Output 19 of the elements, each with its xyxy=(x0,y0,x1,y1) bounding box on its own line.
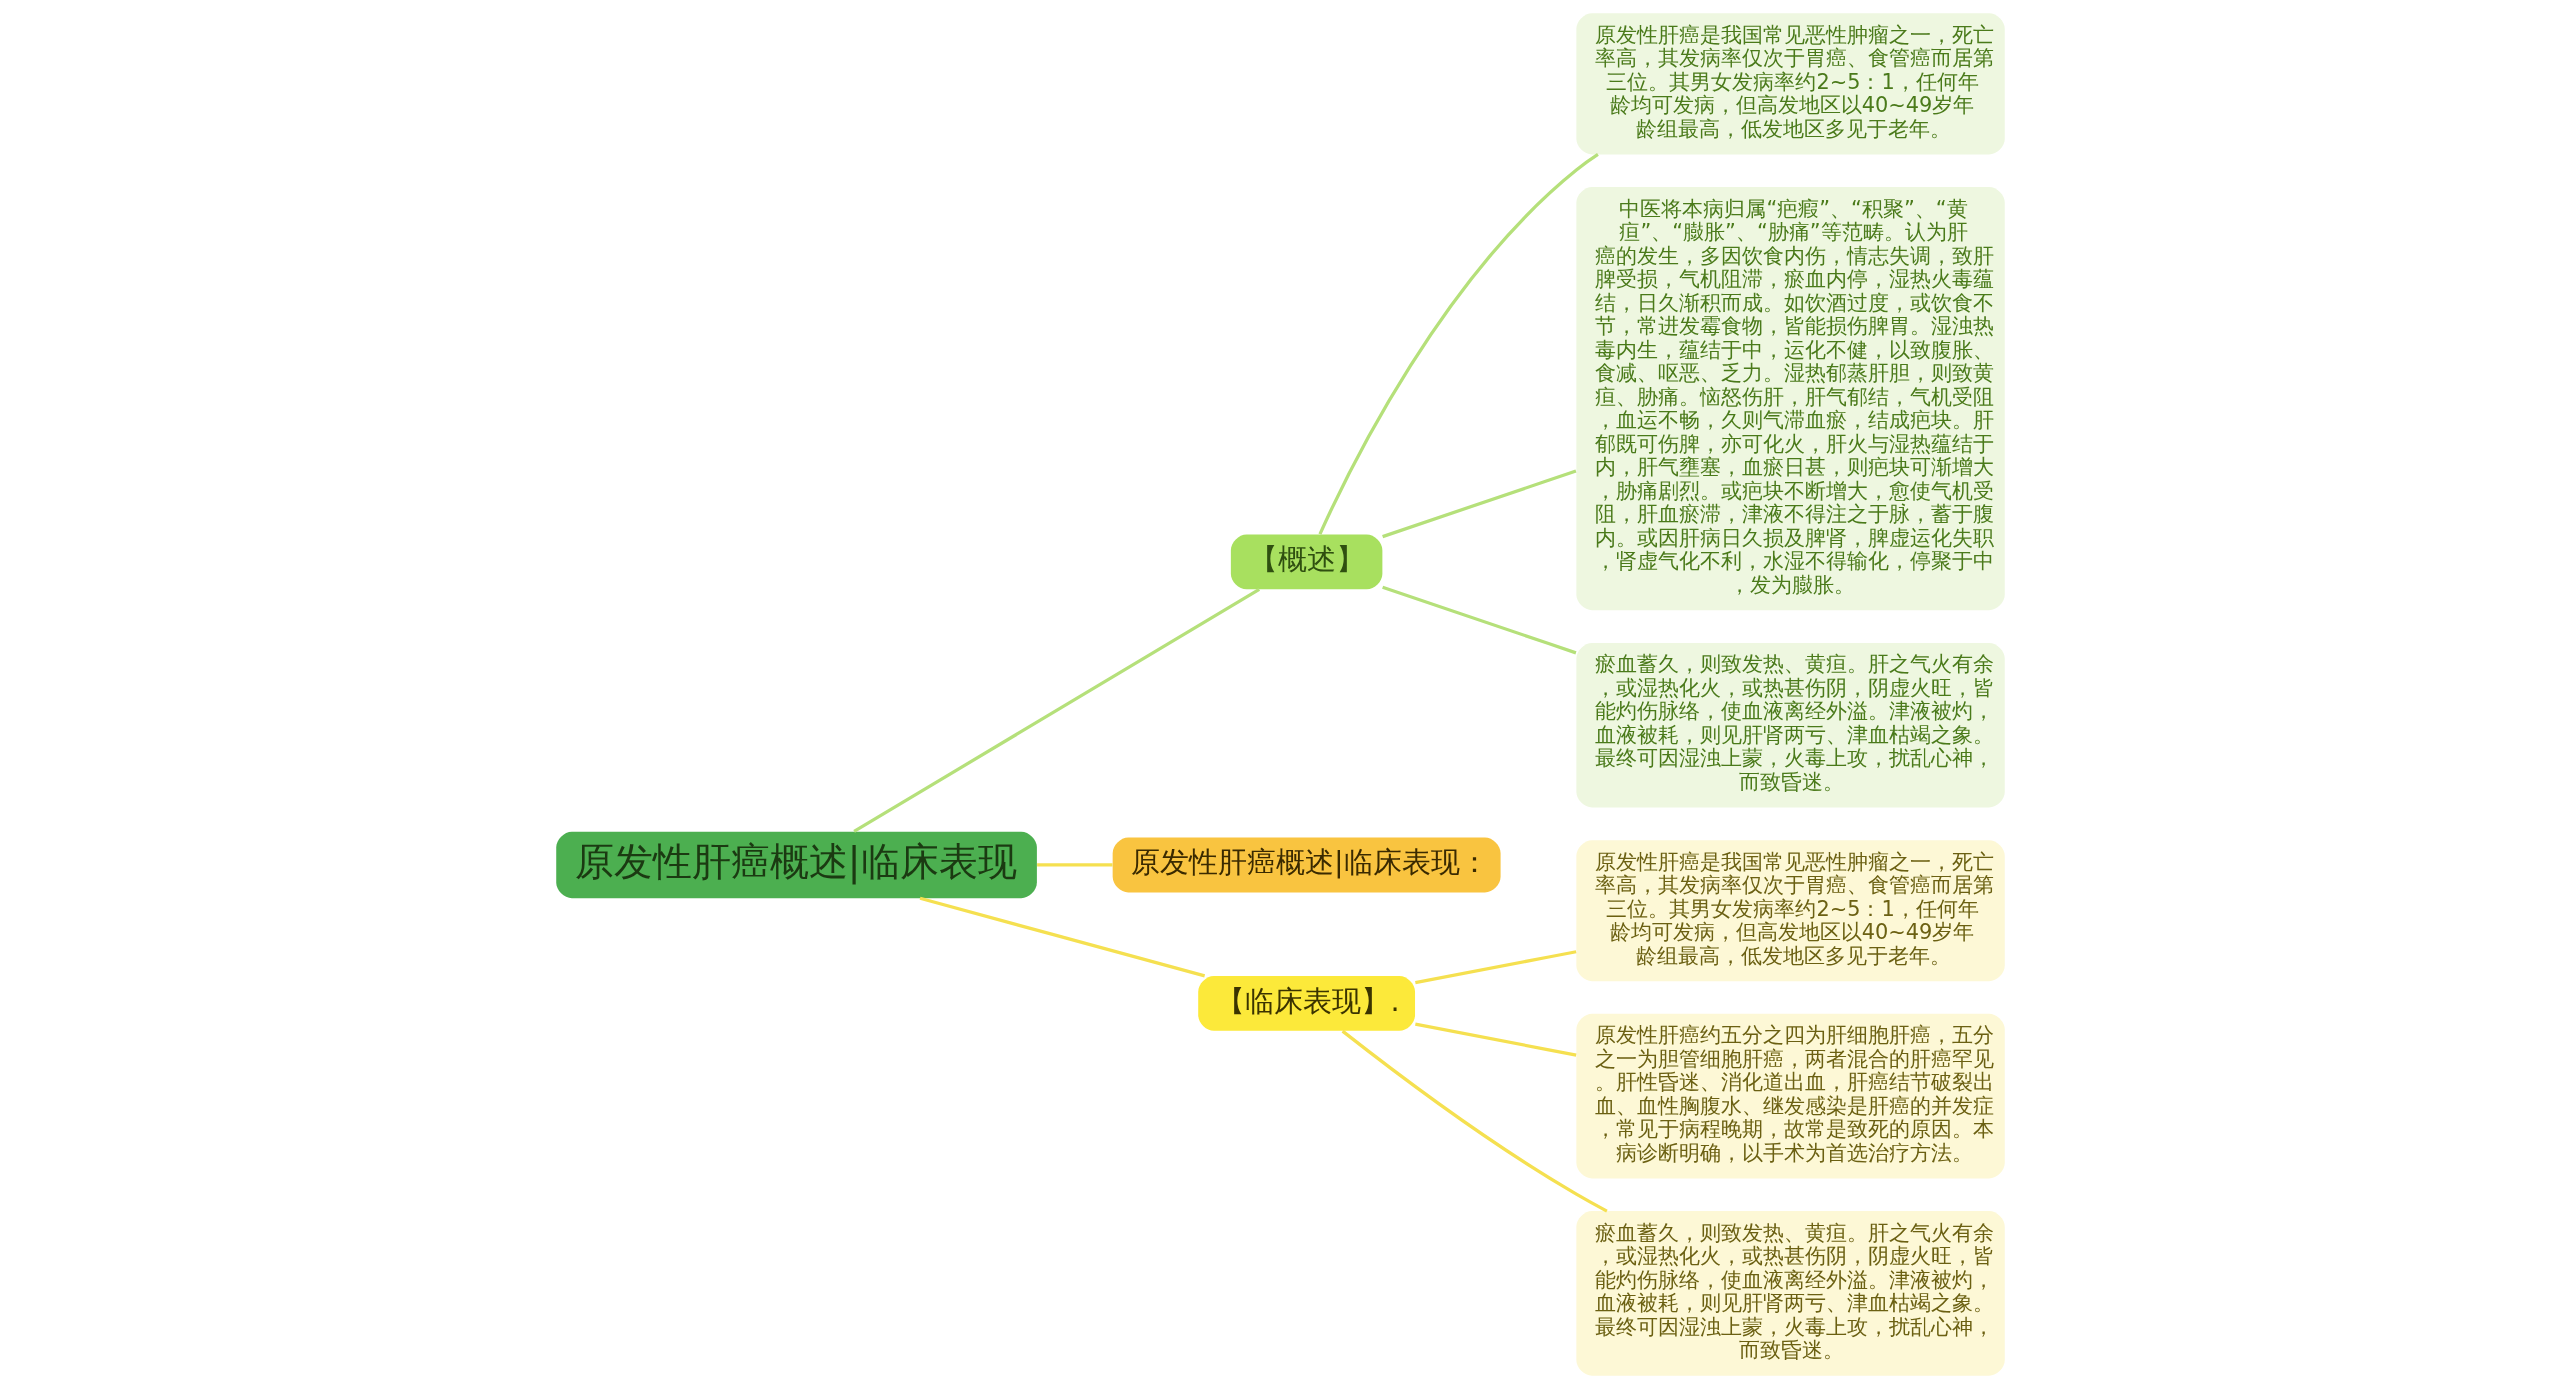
connector xyxy=(1317,153,1599,535)
node-box: 瘀血蓄久，则致发热、黄疸。肝之气火有余，或湿热化火，或热甚伤阴，阴虚火旺，皆能灼伤脉络，使血液离经外溢。津液被灼，血液被耗，则见肝肾两亏、津血枯竭之象。最终可因湿浊上蒙，火毒上攻，扰乱心神，而致昏迷。 xyxy=(1575,642,2005,808)
node-box: 原发性肝癌是我国常见恶性肿瘤之一，死亡率高，其发病率仅次于胃癌、食管癌而居第三位。其男女发病率约2~5：1，任何年龄均可发病，但高发地区以40~49岁年龄组最高，低发地区多见于老年。 xyxy=(1575,840,2005,982)
node-box: 瘀血蓄久，则致发热、黄疸。肝之气火有余，或湿热化火，或热甚伤阴，阴虚火旺，皆能灼伤脉络，使血液离经外溢。津液被灼，血液被耗，则见肝肾两亏、津血枯竭之象。最终可因湿浊上蒙，火毒上攻，扰乱心神，而致昏迷。 xyxy=(1575,1211,2005,1376)
node-box: 【临床表现】. xyxy=(1197,976,1415,1031)
connector xyxy=(1341,1029,1608,1213)
connector xyxy=(852,588,1260,833)
node-box: 原发性肝癌是我国常见恶性肿瘤之一，死亡率高，其发病率仅次于胃癌、食管癌而居第三位。其男女发病率约2~5：1，任何年龄均可发病，但高发地区以40~49岁年龄组最高，低发地区多见于老年。 xyxy=(1575,13,2005,155)
connector xyxy=(919,896,1205,978)
node-box: 原发性肝癌概述|临床表现： xyxy=(1112,837,1501,893)
connector xyxy=(1414,1022,1576,1057)
node-box: 【概述】 xyxy=(1230,534,1382,590)
connector xyxy=(1381,585,1576,655)
node-box: 中医将本病归属“疤瘕”、“积聚”、“黄疸”、“臌胀”、“胁痛”等范畴。认为肝癌的发生，多因饮食内伤，情志失调，致肝脾受损，气机阻滞，瘀血内停，湿热火毒蕴结，日久渐积而成。如饮酒过度，或饮食不节，常进发霉食物，皆能损伤脾胃。湿浊热毒内生，蕴结于中，运化不健，以致腹胀、食减、呕恶、乏力。湿热郁蒸肝胆，则致黄疸、胁痛。恼怒伤肝，肝气郁结，气机受阻，血运不畅，久则气滞血瘀，结成疤块。肝郁既可伤脾，亦可化火，肝火与湿热蕴结于内，肝气壅塞，血瘀日甚，则疤块可渐增大，胁痛剧烈。或疤块不断增大，愈使气机受阻，肝血瘀滞，津液不得注之于脉，蓄于腹内。或因肝病日久损及脾肾，脾虚运化失职，肾虚气化不利，水湿不得输化，停聚于中，发为臌胀。 xyxy=(1575,187,2005,611)
node-box: 原发性肝癌概述|临床表现 xyxy=(555,831,1037,899)
connector xyxy=(1036,863,1113,867)
connector xyxy=(1381,469,1576,539)
node-box: 原发性肝癌约五分之四为肝细胞肝癌，五分之一为胆管细胞肝癌，两者混合的肝癌罕见。肝性昏迷、消化道出血，肝癌结节破裂出血、血性胸腹水、继发感染是肝癌的并发症，常见于病程晚期，故常是致死的原因。本病诊断明确，以手术为首选治疗方法。 xyxy=(1575,1013,2005,1179)
connector xyxy=(1414,950,1576,985)
